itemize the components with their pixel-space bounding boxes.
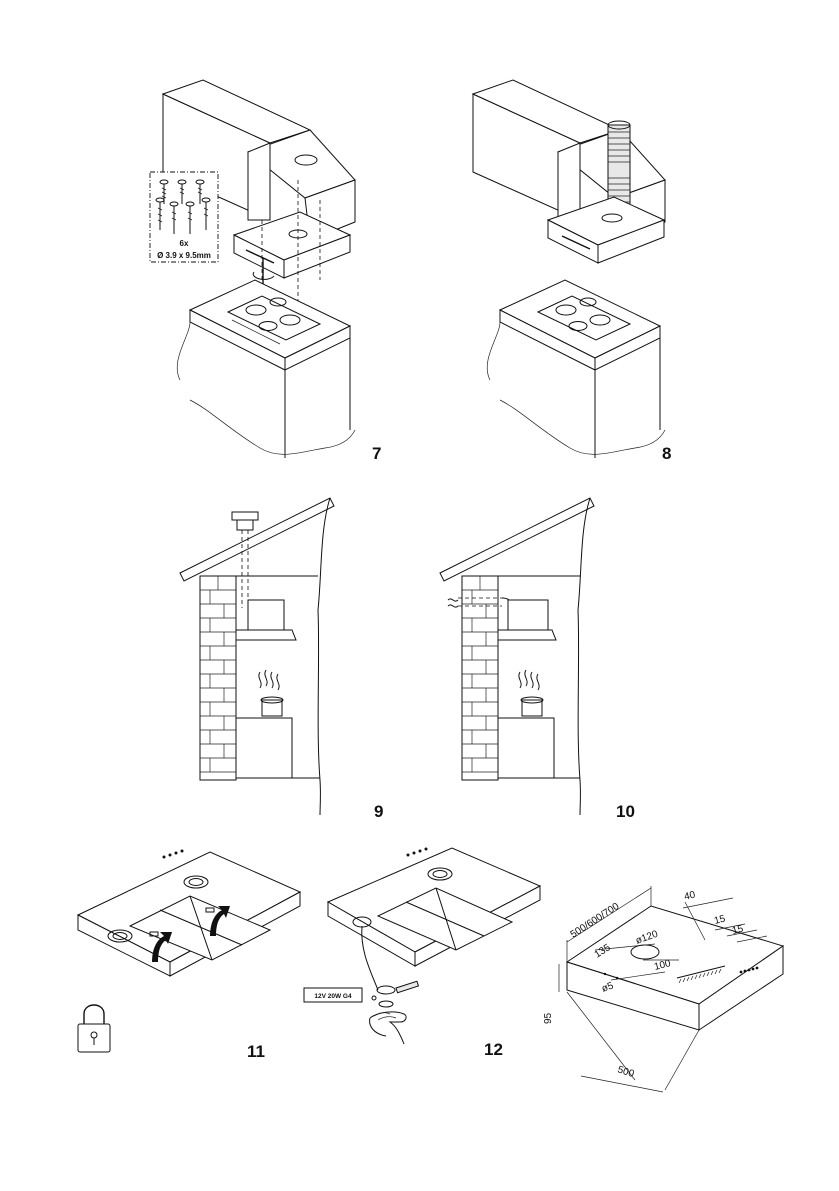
figure-8-drawing: [471, 79, 666, 458]
figure-8-diagram: 8: [470, 79, 720, 463]
figure-11-drawing: [76, 849, 302, 1053]
hood: [232, 180, 352, 310]
brick-wall: [199, 575, 237, 781]
dimensions-drawing: 500/600/700 40 15 15 135 ø120 100 ø5 95 …: [543, 886, 785, 1093]
figure-number: 11: [247, 1042, 265, 1061]
hood: [546, 196, 666, 264]
lock-icon: [77, 1004, 111, 1053]
figure-10-drawing: [439, 497, 595, 816]
brick-wall: [461, 575, 499, 781]
arrow-icon: [152, 906, 230, 962]
hood-underside: [326, 847, 542, 967]
kitchen-island: [486, 279, 666, 458]
screw-quantity: 6x: [180, 239, 189, 248]
cooking-pot: [260, 696, 284, 717]
figure-number: 8: [662, 444, 672, 463]
dim-15-a: 15: [713, 913, 727, 926]
figure-7-drawing: 6x Ø 3.9 x 9.5mm: [149, 79, 356, 458]
screw-icon: [155, 179, 211, 234]
hand-icon: [369, 1011, 407, 1045]
figure-9-drawing: [179, 497, 335, 816]
kitchen-island: [176, 279, 356, 458]
lamp-wire: [361, 925, 379, 991]
screw-box: 6x Ø 3.9 x 9.5mm: [149, 171, 219, 263]
hood-dimensions-diagram: 500/600/700 40 15 15 135 ø120 100 ø5 95 …: [543, 880, 805, 1100]
dim-100: 100: [653, 958, 672, 973]
cooking-pot: [520, 696, 544, 717]
lamp-spec-label: 12V 20W G4: [303, 987, 363, 1003]
lamp-spec: 12V 20W G4: [314, 993, 352, 1000]
dim-15-b: 15: [731, 923, 745, 936]
figure-12-drawing: 12V 20W G4: [303, 847, 542, 1045]
figure-number: 7: [372, 444, 382, 463]
dimension-lines: [558, 886, 768, 1093]
figure-10-diagram: 10: [439, 490, 670, 821]
stove: [497, 717, 555, 779]
dim-95: 95: [543, 1012, 554, 1024]
figure-number: 9: [374, 802, 384, 821]
hood-underside: [76, 849, 302, 977]
steam-icon: [258, 669, 280, 691]
roof: [439, 497, 595, 611]
chimney-duct: [231, 511, 259, 608]
figure-12-diagram: 12V 20W G4 12: [300, 840, 545, 1070]
figure-number: 10: [616, 802, 635, 821]
hood: [235, 599, 297, 641]
roof: [179, 497, 335, 611]
hood-outline: [565, 905, 785, 1031]
figure-7-diagram: 6x Ø 3.9 x 9.5mm: [149, 79, 400, 463]
figure-number: 12: [484, 1040, 503, 1059]
stove: [235, 717, 293, 779]
lamp-icon: [371, 980, 420, 1008]
figure-11-diagram: 11: [60, 840, 310, 1070]
steam-icon: [518, 669, 540, 691]
figure-9-diagram: 9: [170, 490, 390, 821]
dim-500: 500: [616, 1064, 636, 1080]
dim-40: 40: [683, 889, 697, 902]
hood: [497, 599, 557, 641]
dim-5: ø5: [600, 980, 615, 994]
screw-size: Ø 3.9 x 9.5mm: [157, 251, 211, 260]
